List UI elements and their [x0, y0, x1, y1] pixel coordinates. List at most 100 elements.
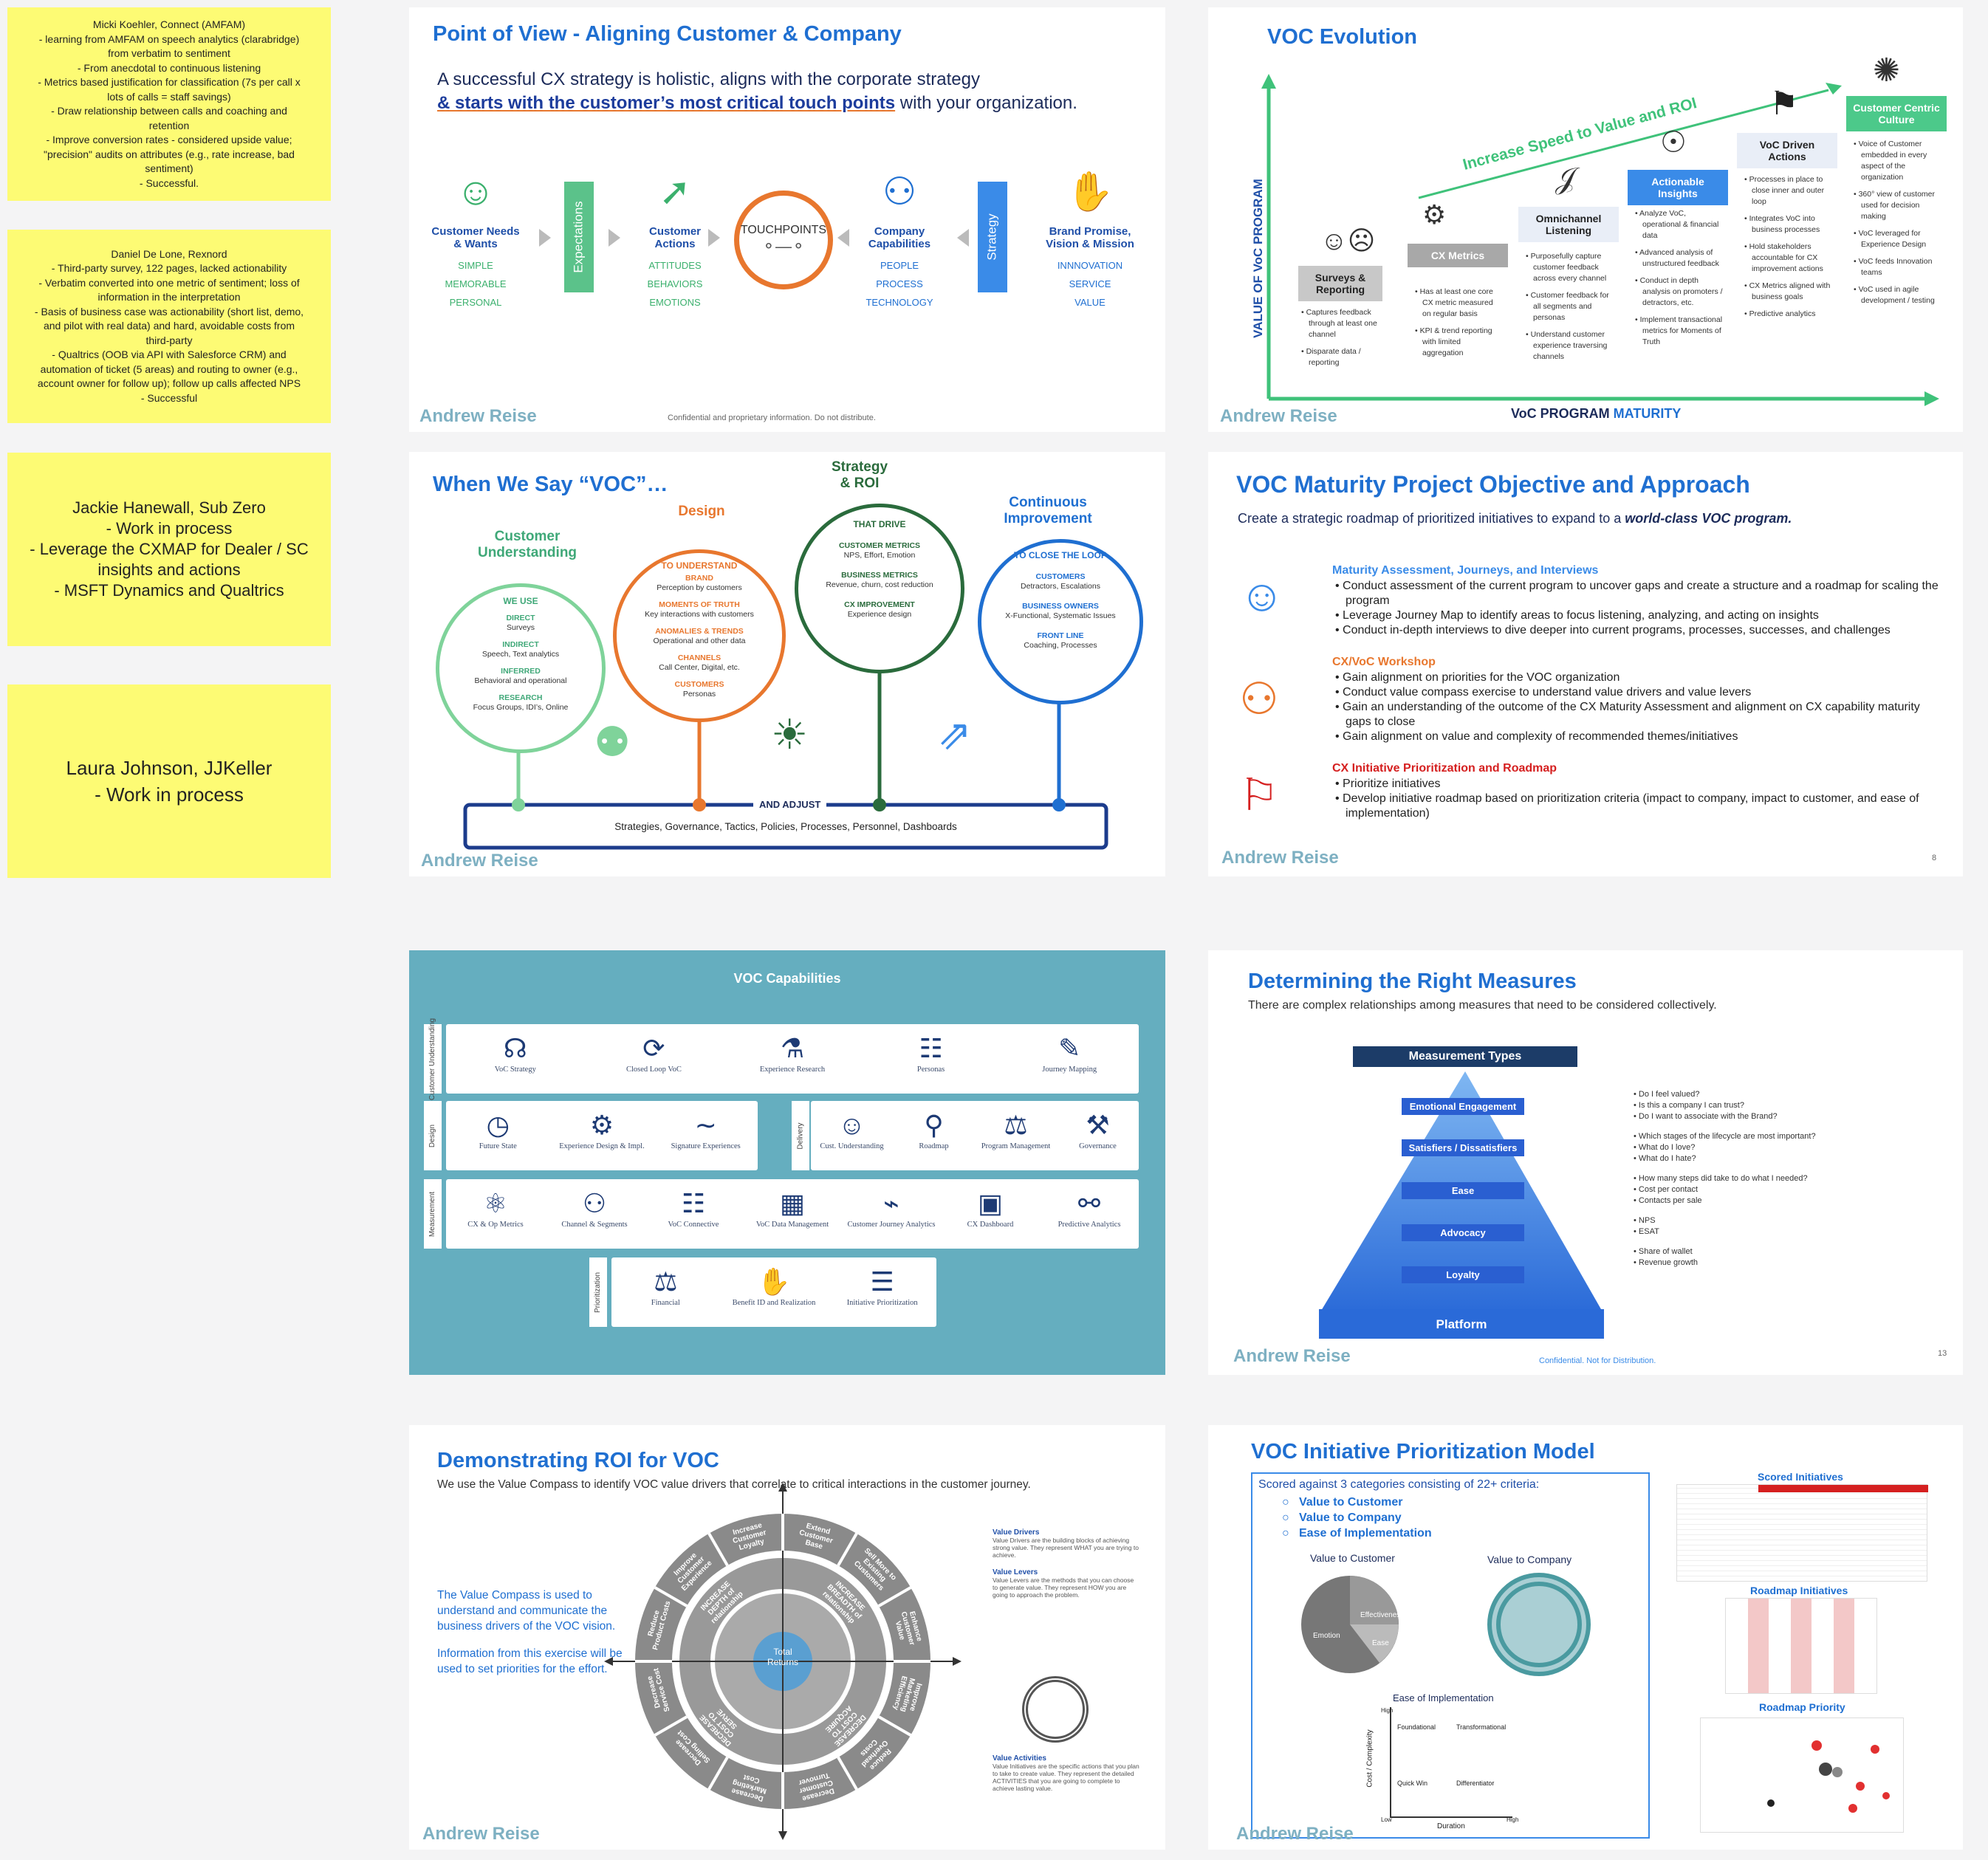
roadmap-thumb	[1725, 1598, 1877, 1694]
stage-omnichannel: Omnichannel Listening	[1518, 207, 1619, 242]
sticky-note-johnson[interactable]: Laura Johnson, JJKeller- Work in process	[7, 684, 331, 878]
stage-bullets-omnichannel: • Purposefully capture customer feedback…	[1526, 251, 1611, 368]
capability-icon: ✋	[757, 1267, 791, 1297]
smiley-icon: ☺☹	[1320, 225, 1376, 255]
capability-icon: ☺	[838, 1111, 866, 1140]
capability-icon: ⚖	[654, 1267, 678, 1297]
stage-bullet: • Captures feedback through at least one…	[1301, 308, 1377, 339]
capability-label: VoC Data Management	[755, 1221, 829, 1229]
assessment-icon: ☺	[1239, 571, 1285, 620]
question-item: • What do I love?	[1634, 1143, 1696, 1152]
slide-title: VOC Maturity Project Objective and Appro…	[1236, 471, 1750, 498]
arrow-left-icon	[837, 229, 849, 247]
scored-initiatives-label: Scored Initiatives	[1758, 1471, 1843, 1483]
brand-logo: Andrew Reise	[1221, 848, 1339, 868]
flow-customer-needs: ☺ Customer Needs & Wants SIMPLE MEMORABL…	[424, 159, 527, 312]
stage-bullet: • Voice of Customer embedded in every as…	[1854, 140, 1927, 182]
question-item: • Revenue growth	[1634, 1258, 1699, 1267]
capability-label: Customer Journey Analytics	[847, 1221, 936, 1229]
slide-voc-evolution[interactable]: VOC Evolution VALUE OF VoC PROGRAM VoC P…	[1208, 7, 1963, 432]
capability-icon: ⚇	[582, 1189, 607, 1218]
capability-icon: ☊	[503, 1034, 527, 1063]
capability-label: Benefit ID and Realization	[732, 1299, 816, 1307]
slide-title: VOC Evolution	[1267, 25, 1417, 49]
brand-logo: Andrew Reise	[422, 1824, 540, 1844]
capability-item: ⟳Closed Loop VoC	[585, 1032, 724, 1074]
capability-label: Cust. Understanding	[820, 1142, 884, 1150]
stage-bullet: • Processes in place to close inner and …	[1744, 175, 1825, 206]
capability-label: VoC Strategy	[494, 1065, 536, 1074]
capability-item: ✋ Benefit ID and Realization	[720, 1265, 829, 1307]
stage-surveys: Surveys & Reporting	[1298, 266, 1382, 301]
question-spacer	[1634, 1207, 1870, 1215]
stage-bullet: • KPI & trend reporting with limited agg…	[1415, 326, 1492, 357]
sticky-line: - Qualtrics (OOB via API with Salesforce…	[52, 349, 287, 361]
priority-scatter-thumb	[1700, 1717, 1904, 1833]
stage-bullets-voc-driven: • Processes in place to close inner and …	[1744, 174, 1831, 326]
stage-bullet: • Advanced analysis of unstructured feed…	[1635, 248, 1719, 268]
sticky-note-koehler[interactable]: Micki Koehler, Connect (AMFAM)- learning…	[7, 7, 331, 201]
stage-bullets-culture: • Voice of Customer embedded in every as…	[1854, 139, 1945, 312]
slide-determining-measures[interactable]: Determining the Right Measures There are…	[1208, 950, 1963, 1375]
slide-title: VOC Capabilities	[733, 971, 841, 986]
row-measurement: ⚛CX & Op Metrics⚇Channel & Segments☷VoC …	[446, 1179, 1139, 1249]
capability-icon: ⚲	[924, 1111, 944, 1140]
brand-logo: Andrew Reise	[1233, 1346, 1351, 1366]
level-satisfiers: Satisfiers / Dissatisfiers	[1402, 1139, 1524, 1156]
x-axis-label: VoC PROGRAM MATURITY	[1511, 406, 1682, 421]
capability-item: ⚗Experience Research	[723, 1032, 862, 1074]
stage-actionable: Actionable Insights	[1628, 170, 1728, 205]
capability-item: ☰Initiative Prioritization	[828, 1265, 936, 1307]
question-spacer	[1634, 1122, 1870, 1131]
section-body: • Gain alignment on priorities for the V…	[1332, 670, 1945, 744]
sticky-line: - Third-party survey, 122 pages, lacked …	[51, 262, 287, 275]
capability-label: Closed Loop VoC	[625, 1065, 682, 1074]
level-emotional: Emotional Engagement	[1402, 1098, 1524, 1115]
stage-bullet: • CX Metrics aligned with business goals	[1744, 281, 1831, 301]
capability-item: ▣CX Dashboard	[941, 1187, 1040, 1229]
question-item: • ESAT	[1634, 1227, 1659, 1236]
pie-chart	[1301, 1576, 1399, 1673]
capability-icon: ⚯	[1077, 1189, 1101, 1218]
capability-icon: ∼	[694, 1111, 717, 1140]
arrow-right-icon	[539, 229, 551, 247]
capability-icon: ▣	[977, 1189, 1003, 1218]
stage-voc-driven: VoC Driven Actions	[1737, 133, 1837, 168]
sticky-line: third-party	[145, 334, 193, 346]
value-compass	[604, 1483, 962, 1840]
slide-point-of-view[interactable]: Point of View - Aligning Customer & Comp…	[409, 7, 1165, 432]
slide-maturity-objective[interactable]: VOC Maturity Project Objective and Appro…	[1208, 452, 1963, 876]
slide-demonstrating-roi[interactable]: Demonstrating ROI for VOC We use the Val…	[409, 1425, 1165, 1850]
hand-check-icon: ✋	[1066, 171, 1114, 213]
capability-label: Experience Design & Impl.	[559, 1142, 645, 1150]
sticky-line: - Work in process	[106, 519, 233, 538]
sticky-note-delone[interactable]: Daniel De Lone, Rexnord - Third-party sur…	[7, 230, 331, 423]
capability-icon: ▦	[779, 1189, 805, 1218]
roadmap-priority-label: Roadmap Priority	[1759, 1701, 1845, 1713]
stage-cx-metrics: CX Metrics	[1408, 244, 1508, 267]
row-customer-understanding: ☊ VoC Strategy ⟳Closed Loop VoC⚗Experience…	[446, 1024, 1139, 1094]
workshop-icon: ⚇	[1239, 674, 1279, 724]
group-label-understanding: Customer Understanding	[424, 1017, 442, 1100]
slide-voc-capabilities[interactable]: VOC Capabilities Customer Understanding …	[409, 950, 1165, 1375]
signpost-icon: ⚑	[1769, 86, 1799, 122]
sticky-note-hanewall[interactable]: Jackie Hanewall, Sub Zero- Work in proce…	[7, 453, 331, 646]
stage-bullet: • VoC used in agile development / testin…	[1854, 285, 1935, 305]
legend-text: Value Drivers are the building blocks of…	[993, 1537, 1139, 1559]
growth-chart-icon: ⇗	[937, 711, 972, 758]
slide-prioritization-model[interactable]: VOC Initiative Prioritization Model Scor…	[1208, 1425, 1963, 1850]
level-ease: Ease	[1402, 1182, 1524, 1199]
people-chat-icon: ⚉	[594, 718, 631, 765]
section-bullet: • Gain alignment on value and complexity…	[1335, 730, 1738, 743]
confidential-note: Confidential. Not for Distribution.	[1539, 1356, 1656, 1365]
culture-icon: ✺	[1873, 52, 1900, 89]
slide-title: Determining the Right Measures	[1248, 970, 1577, 993]
section-body: • Prioritize initiatives• Develop initia…	[1332, 777, 1945, 821]
sticky-line: "precision" audits on attributes (e.g., …	[44, 148, 295, 160]
question-item: • How many steps did take to do what I n…	[1634, 1174, 1808, 1183]
sticky-line: Daniel De Lone, Rexnord	[111, 247, 227, 260]
